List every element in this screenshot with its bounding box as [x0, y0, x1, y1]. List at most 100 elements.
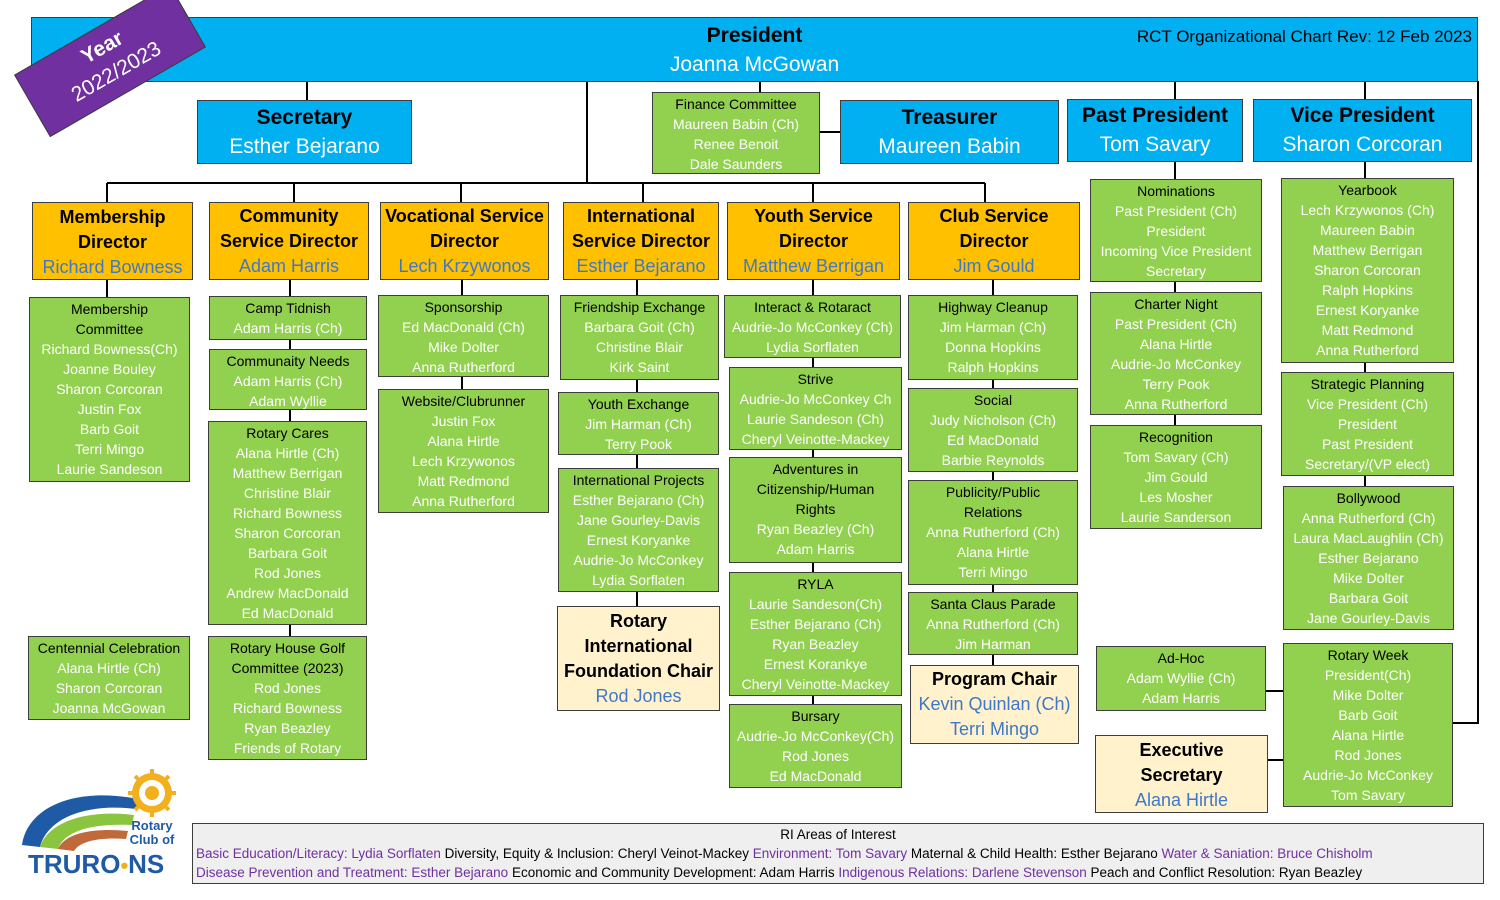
- director-name: Richard Bowness: [42, 257, 183, 277]
- treasurer-title: Treasurer: [901, 106, 998, 129]
- committee-member: Sharon Corcoran: [1314, 262, 1421, 278]
- director-name: Matthew Berrigan: [742, 256, 885, 276]
- ri-area-item: Peach and Conflict Resolution: Ryan Beaz…: [1090, 865, 1363, 880]
- committee-member: Cheryl Veinotte-Mackey: [741, 676, 890, 692]
- ri-area-item: Environment: Tom Savary: [752, 846, 911, 861]
- committee-member: Ralph Hopkins: [947, 359, 1039, 375]
- vice-president-name: Sharon Corcoran: [1282, 133, 1443, 156]
- logo-province: NS: [128, 849, 165, 879]
- director-title: Community: [239, 206, 339, 226]
- committee-title: Rotary Cares: [246, 425, 329, 441]
- committee-member: Rod Jones: [782, 748, 849, 764]
- ri-area-item: Diversity, Equity & Inclusion: Cheryl Ve…: [444, 846, 753, 861]
- program-chair-box: Program Chair Kevin Quinlan (Ch) Terri M…: [910, 665, 1079, 744]
- logo-text: Rotary Club of: [122, 819, 182, 847]
- committee-member: Les Mosher: [1139, 489, 1213, 505]
- committee-member: Barbara Goit (Ch): [584, 319, 695, 335]
- committee-member: Alana Hirtle (Ch): [235, 445, 340, 461]
- committee-title: RYLA: [797, 576, 834, 592]
- finance-member: Dale Saunders: [689, 156, 783, 172]
- director-title: Service Director: [571, 231, 711, 251]
- committee-member: Anna Rutherford: [412, 359, 515, 375]
- committee-member: Alana Hirtle (Ch): [57, 660, 161, 676]
- committee-member: Jim Harman (Ch): [939, 319, 1047, 335]
- committee-member: Alana Hirtle: [956, 544, 1030, 560]
- committee-member: Audrie-Jo McConkey: [573, 552, 704, 568]
- director-title: Director: [959, 231, 1029, 251]
- committee-member: Rod Jones: [254, 565, 321, 581]
- committee-member: Ryan Beazley (Ch): [756, 521, 875, 537]
- finance-member: Maureen Babin (Ch): [672, 116, 800, 132]
- committee-member: Cheryl Veinotte-Mackey: [741, 431, 890, 447]
- committee-member: Sharon Corcoran: [234, 525, 341, 541]
- committee-title: Bollywood: [1336, 490, 1401, 506]
- revision-label: RCT Organizational Chart Rev: 12 Feb 202…: [1136, 27, 1472, 46]
- treasurer-box: Treasurer Maureen Babin: [840, 100, 1059, 164]
- committee-member: Jane Gourley-Davis: [1307, 610, 1430, 626]
- foundation-title: Foundation Chair: [564, 661, 713, 681]
- membership-director-box: Membership Director Richard Bowness: [32, 202, 193, 280]
- committee-title: Citizenship/Human: [756, 481, 875, 497]
- vice-president-box: Vice President Sharon Corcoran: [1253, 99, 1472, 162]
- committee-member: Barbie Reynolds: [941, 452, 1045, 468]
- foundation-title: International: [584, 636, 693, 656]
- committee-member: Andrew MacDonald: [226, 585, 349, 601]
- committee-member: Anna Rutherford: [412, 493, 515, 509]
- director-name: Jim Gould: [953, 256, 1035, 276]
- committee-title: Publicity/Public: [945, 484, 1041, 500]
- exec-sec-title: Executive: [1139, 740, 1224, 760]
- committee-title: Charter Night: [1134, 296, 1218, 312]
- committee-member: Jim Harman: [955, 636, 1031, 652]
- committee-member: Anna Rutherford (Ch): [926, 616, 1060, 632]
- committee-title: Adventures in: [772, 461, 859, 477]
- committee-title: Rotary Week: [1327, 647, 1409, 663]
- director-title: Youth Service: [754, 206, 873, 226]
- director-title: Director: [429, 231, 500, 251]
- committee-member: Jim Gould: [1144, 469, 1208, 485]
- committee-member: Anna Rutherford: [1124, 396, 1228, 412]
- foundation-chair-box: Rotary International Foundation Chair Ro…: [557, 606, 720, 711]
- committee-title: International Projects: [572, 472, 705, 488]
- club-director-box: Club Service Director Jim Gould: [908, 202, 1080, 280]
- committee-member: Rod Jones: [1334, 747, 1402, 763]
- director-title: Club Service: [939, 206, 1049, 226]
- committee-member: Laurie Sandeson(Ch): [748, 596, 883, 612]
- director-name: Adam Harris: [238, 256, 340, 276]
- committee-member: Audrie-Jo McConkey Ch: [739, 391, 892, 407]
- committee-member: Audrie-Jo McConkey(Ch): [736, 728, 895, 744]
- committee-member: Richard Bowness(Ch): [41, 341, 178, 357]
- committee-member: Matthew Berrigan: [232, 465, 343, 481]
- committee-title: Relations: [963, 504, 1023, 520]
- committee-title: Interact & Rotaract: [754, 299, 871, 315]
- committee-member: Alana Hirtle: [427, 433, 500, 449]
- committee-member: Christine Blair: [243, 485, 332, 501]
- finance-committee-title: Finance Committee: [675, 96, 797, 112]
- ri-area-item: Water & Saniation: Bruce Chisholm: [1161, 846, 1373, 861]
- committee-member: Laurie Sandeson: [56, 461, 163, 477]
- committee-member: Richard Bowness: [233, 505, 342, 521]
- exec-sec-name: Alana Hirtle: [1134, 790, 1229, 810]
- committee-member: President(Ch): [1324, 667, 1412, 683]
- committee-member: Judy Nicholson (Ch): [929, 412, 1057, 428]
- committee-member: Vice President (Ch): [1306, 396, 1429, 412]
- committee-member: Audrie-Jo McConkey: [1303, 767, 1433, 783]
- committee-member: Incoming Vice President: [1100, 243, 1252, 259]
- committee-member: Secretary/(VP elect): [1304, 456, 1430, 472]
- committee-member: Adam Harris: [776, 541, 855, 557]
- committee-member: Adam Harris (Ch): [233, 320, 343, 336]
- president-box: President Joanna McGowan: [31, 17, 1478, 82]
